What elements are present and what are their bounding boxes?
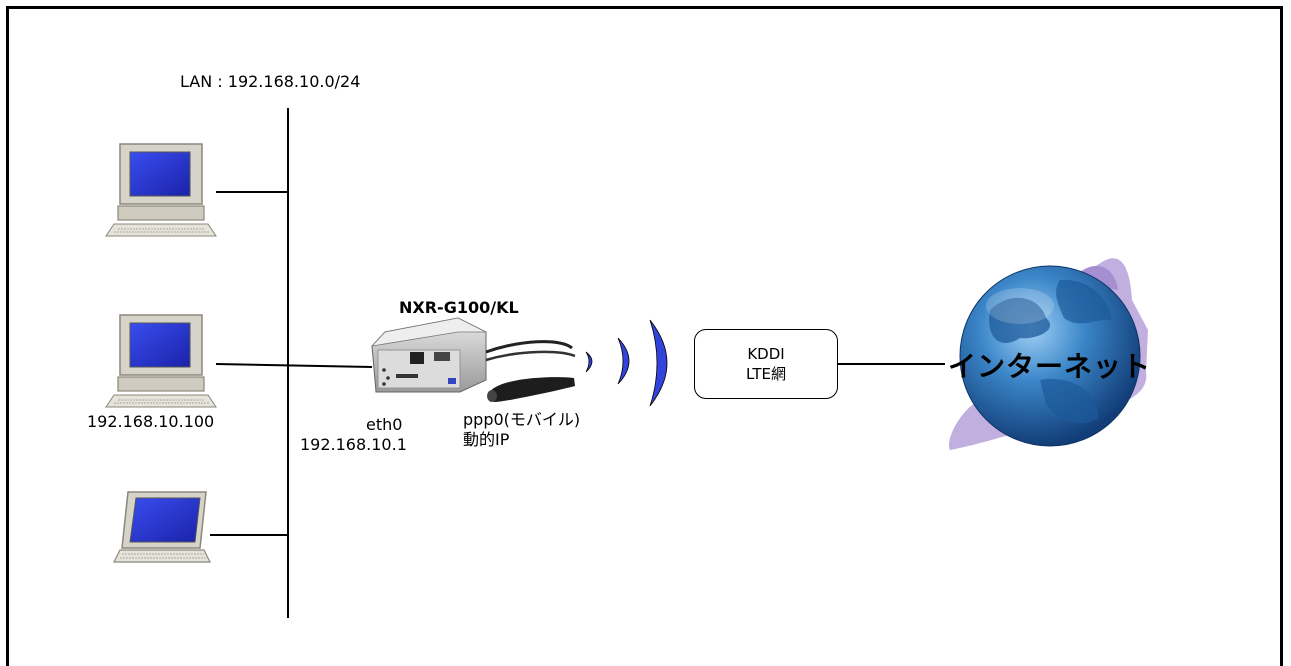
router-device-icon [370,317,487,393]
network-diagram [105,108,1148,618]
host-ip-label: 192.168.10.100 [87,412,215,431]
carrier-network-type: LTE網 [746,365,786,383]
carrier-network-box: KDDI LTE網 [694,329,838,399]
signal-waves-icon [585,319,668,407]
wan-interface-name: ppp0(モバイル) [463,410,581,429]
lan-interface-name: eth0 [366,415,403,434]
laptop-icon [113,491,211,563]
wan-interface-ip: 動的IP [463,430,510,449]
desktop-pc-icon [105,143,217,237]
lan-interface-ip: 192.168.10.1 [300,435,407,454]
desktop-pc-icon [105,314,217,408]
internet-label: インターネット [948,350,1152,383]
lan-network-label: LAN : 192.168.10.0/24 [180,72,361,91]
router-model-label: NXR-G100/KL [399,298,519,317]
host2-link [215,363,373,368]
antenna-icon [485,340,576,402]
diagram-frame [6,6,1283,666]
internet-globe-icon [949,258,1148,450]
carrier-name: KDDI [747,345,785,363]
